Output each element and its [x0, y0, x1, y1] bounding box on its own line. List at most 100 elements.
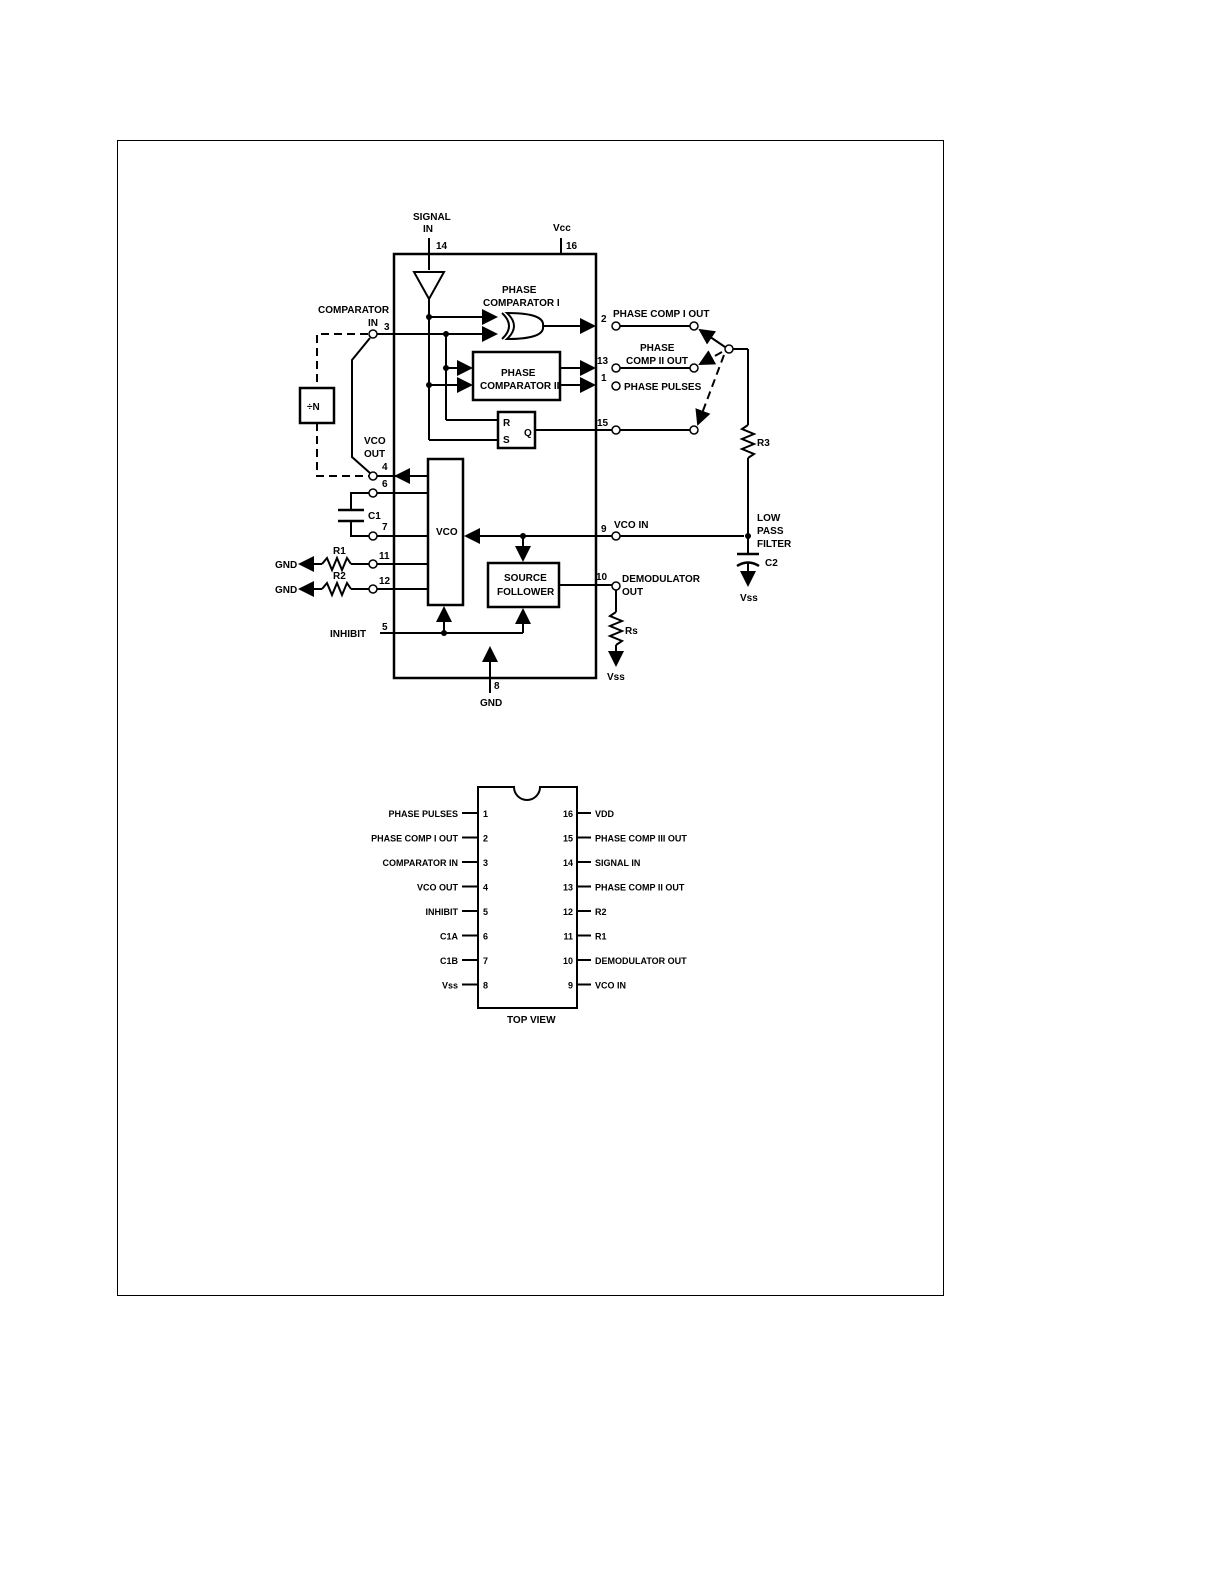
pin-number: 1 [483, 809, 488, 819]
pin-name: VCO OUT [417, 883, 459, 893]
source-follower-label: SOURCE [504, 573, 547, 584]
comparator-in-label-2: IN [368, 318, 378, 329]
ff-q-label: Q [524, 428, 532, 439]
pin-10-label: 10 [596, 572, 608, 583]
pin-name: C1B [440, 956, 459, 966]
pin-11-label: 11 [379, 551, 390, 562]
figure-frame [117, 140, 944, 1296]
pin-row: 16 VDD [563, 809, 615, 819]
pin-8-label: 8 [494, 681, 500, 692]
phase-comparator-2 [471, 350, 562, 402]
phase-comp-1-label: PHASE [502, 285, 537, 296]
rs-label: Rs [625, 626, 638, 637]
pin-name: PHASE COMP I OUT [371, 834, 458, 844]
c2-label: C2 [765, 558, 778, 569]
signal-in-label-2: IN [423, 224, 433, 235]
pin-name: VDD [595, 809, 615, 819]
vco-in-label: VCO IN [614, 520, 648, 531]
divide-by-n-block [298, 386, 336, 425]
pin-name: PHASE PULSES [388, 809, 458, 819]
pin-9-label: 9 [601, 524, 607, 535]
dip-package [477, 786, 578, 1009]
pin-name: INHIBIT [426, 907, 459, 917]
pin-2-label: 2 [601, 314, 607, 325]
pin-7-label: 7 [382, 522, 388, 533]
ff-s-label: S [503, 435, 510, 446]
pin-name: R2 [595, 907, 607, 917]
pin-14-label: 14 [436, 241, 448, 252]
pin-number: 5 [483, 907, 488, 917]
pin-number: 8 [483, 981, 488, 991]
pin-number: 2 [483, 834, 488, 844]
pin-number: 15 [563, 834, 573, 844]
pin-3-label: 3 [384, 322, 390, 333]
pin-12-label: 12 [379, 576, 391, 587]
vss-label-1: Vss [740, 593, 758, 604]
pin-row: 1 PHASE PULSES [388, 809, 488, 819]
vco-out-label-2: OUT [364, 449, 385, 460]
r3-label: R3 [757, 438, 770, 449]
pin-1-label: 1 [601, 373, 607, 384]
pin-name: VCO IN [595, 981, 626, 991]
pin-row: 15 PHASE COMP III OUT [563, 834, 687, 844]
rs-resistor [607, 611, 625, 646]
pin-number: 11 [563, 932, 573, 942]
phase-comp-1-out-label: PHASE COMP I OUT [613, 309, 710, 320]
input-buffer [412, 271, 446, 302]
ic-package-outline [392, 252, 598, 680]
demod-out-label-2: OUT [622, 587, 643, 598]
vss-label-2: Vss [607, 672, 625, 683]
vco-label: VCO [436, 527, 458, 538]
vco-block [426, 457, 465, 607]
c1-label: C1 [368, 511, 381, 522]
phase-comp-2-out-label: PHASE [640, 343, 675, 354]
pin-5-label: 5 [382, 622, 388, 633]
pin-row: 13 PHASE COMP II OUT [563, 883, 685, 893]
pin-row: 10 DEMODULATOR OUT [563, 956, 687, 966]
pin-number: 12 [563, 907, 573, 917]
pin-number: 6 [483, 932, 488, 942]
pin-15-label: 15 [597, 418, 609, 429]
pin-name: C1A [440, 932, 459, 942]
pin-name: Vss [442, 981, 458, 991]
pin-number: 9 [568, 981, 573, 991]
pin-row: 8 Vss [442, 981, 488, 991]
lpf-label-1: LOW [757, 513, 781, 524]
pin-name: SIGNAL IN [595, 858, 640, 868]
pin-name: DEMODULATOR OUT [595, 956, 687, 966]
pin-row: 2 PHASE COMP I OUT [371, 834, 488, 844]
pin-number: 7 [483, 956, 488, 966]
source-follower-label-2: FOLLOWER [497, 587, 555, 598]
pin-number: 13 [563, 883, 573, 893]
gnd-bottom-label: GND [480, 698, 502, 709]
pin-row: 12 R2 [563, 907, 607, 917]
pin-name: PHASE COMP III OUT [595, 834, 687, 844]
phase-pulses-label: PHASE PULSES [624, 382, 702, 393]
pin-name: PHASE COMP II OUT [595, 883, 685, 893]
phase-comp-2-label: PHASE [501, 368, 536, 379]
pin-row: 5 INHIBIT [426, 907, 489, 917]
lpf-label-3: FILTER [757, 539, 792, 550]
pin-number: 10 [563, 956, 573, 966]
pin-number: 16 [563, 809, 573, 819]
pin-number: 3 [483, 858, 488, 868]
gnd-label-1: GND [275, 560, 297, 571]
pin-name: R1 [595, 932, 607, 942]
r3-resistor [739, 424, 757, 459]
pin-3-terminal [368, 329, 378, 339]
demod-out-label: DEMODULATOR [622, 574, 701, 585]
comparator-in-label: COMPARATOR [318, 305, 390, 316]
pin-number: 14 [563, 858, 573, 868]
xor-gate [504, 311, 545, 341]
lpf-label-2: PASS [757, 526, 784, 537]
pin-6-label: 6 [382, 479, 388, 490]
r2-resistor [321, 580, 352, 598]
pin-4-label: 4 [382, 462, 388, 473]
pin-row: 9 VCO IN [568, 981, 626, 991]
r2-label: R2 [333, 571, 346, 582]
ff-r-label: R [503, 418, 511, 429]
